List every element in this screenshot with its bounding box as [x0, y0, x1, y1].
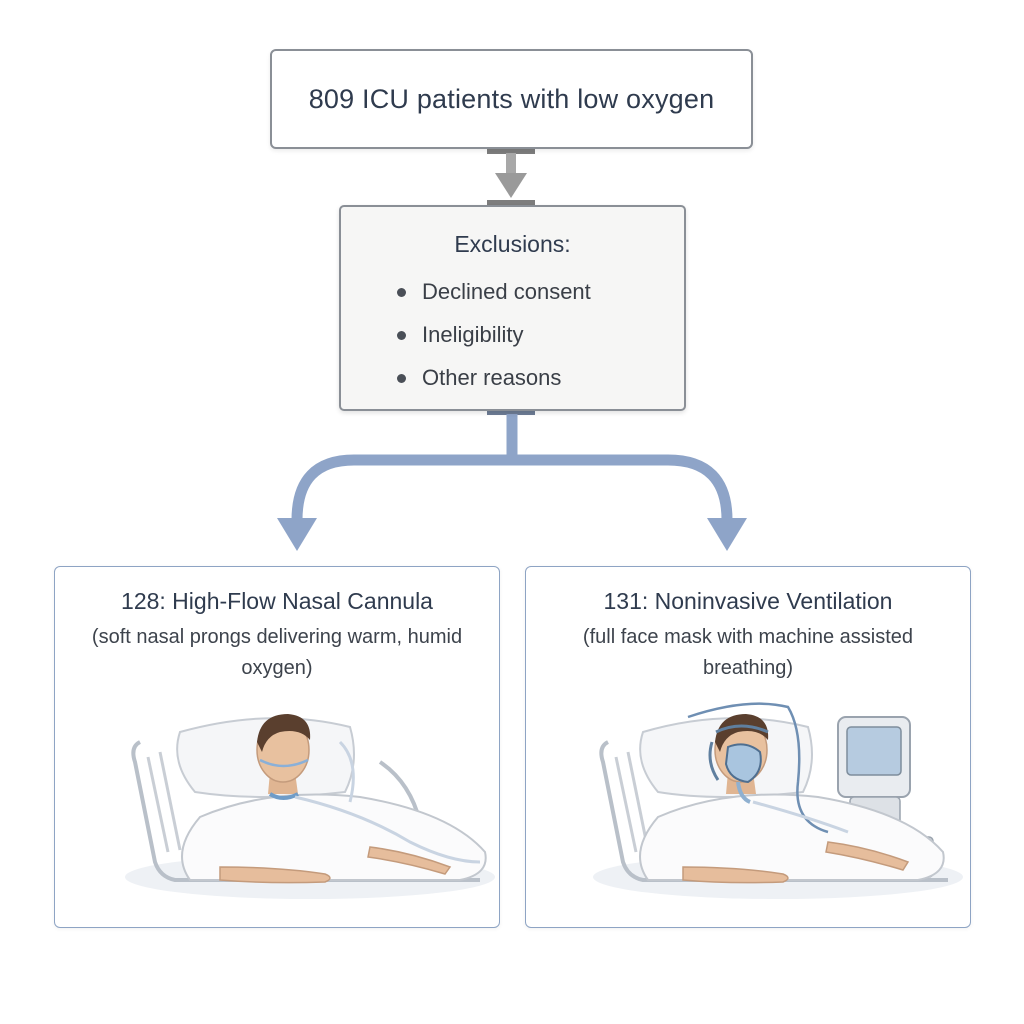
connector-cap-bottom	[487, 410, 535, 415]
connector-cap-exclusions	[487, 200, 535, 205]
bullet-icon	[397, 288, 406, 297]
arm-title-niv: 131: Noninvasive Ventilation	[603, 588, 893, 614]
arm-description-niv: (full face mask with machine assisted br…	[582, 626, 914, 679]
arm-box-hfnc: 128: High-Flow Nasal Cannula (soft nasal…	[54, 566, 500, 928]
exclusion-item: Declined consent	[397, 279, 591, 322]
patient-nasal-cannula-illustration	[125, 714, 495, 899]
enrollment-text: 809 ICU patients with low oxygen	[308, 83, 715, 114]
exclusion-item: Ineligibility	[397, 322, 591, 365]
connector-cap-top	[487, 149, 535, 154]
exclusions-list: Declined consent Ineligibility Other rea…	[397, 279, 591, 408]
exclusions-box: Exclusions: Declined consent Ineligibili…	[339, 205, 686, 411]
bullet-icon	[397, 374, 406, 383]
arrow-head-gray	[495, 173, 527, 198]
bullet-icon	[397, 331, 406, 340]
arrow-head-left	[277, 518, 317, 551]
arm-description-hfnc: (soft nasal prongs delivering warm, humi…	[91, 626, 463, 679]
arrow-shaft-gray	[506, 153, 516, 175]
enrollment-box: 809 ICU patients with low oxygen	[270, 49, 753, 149]
arm-box-niv: 131: Noninvasive Ventilation (full face …	[525, 566, 971, 928]
exclusions-title: Exclusions:	[454, 231, 571, 257]
arm-title-hfnc: 128: High-Flow Nasal Cannula	[121, 588, 433, 614]
split-connector	[291, 414, 733, 521]
patient-face-mask-illustration	[593, 702, 963, 899]
arrow-head-right	[707, 518, 747, 551]
exclusion-item: Other reasons	[397, 365, 591, 408]
